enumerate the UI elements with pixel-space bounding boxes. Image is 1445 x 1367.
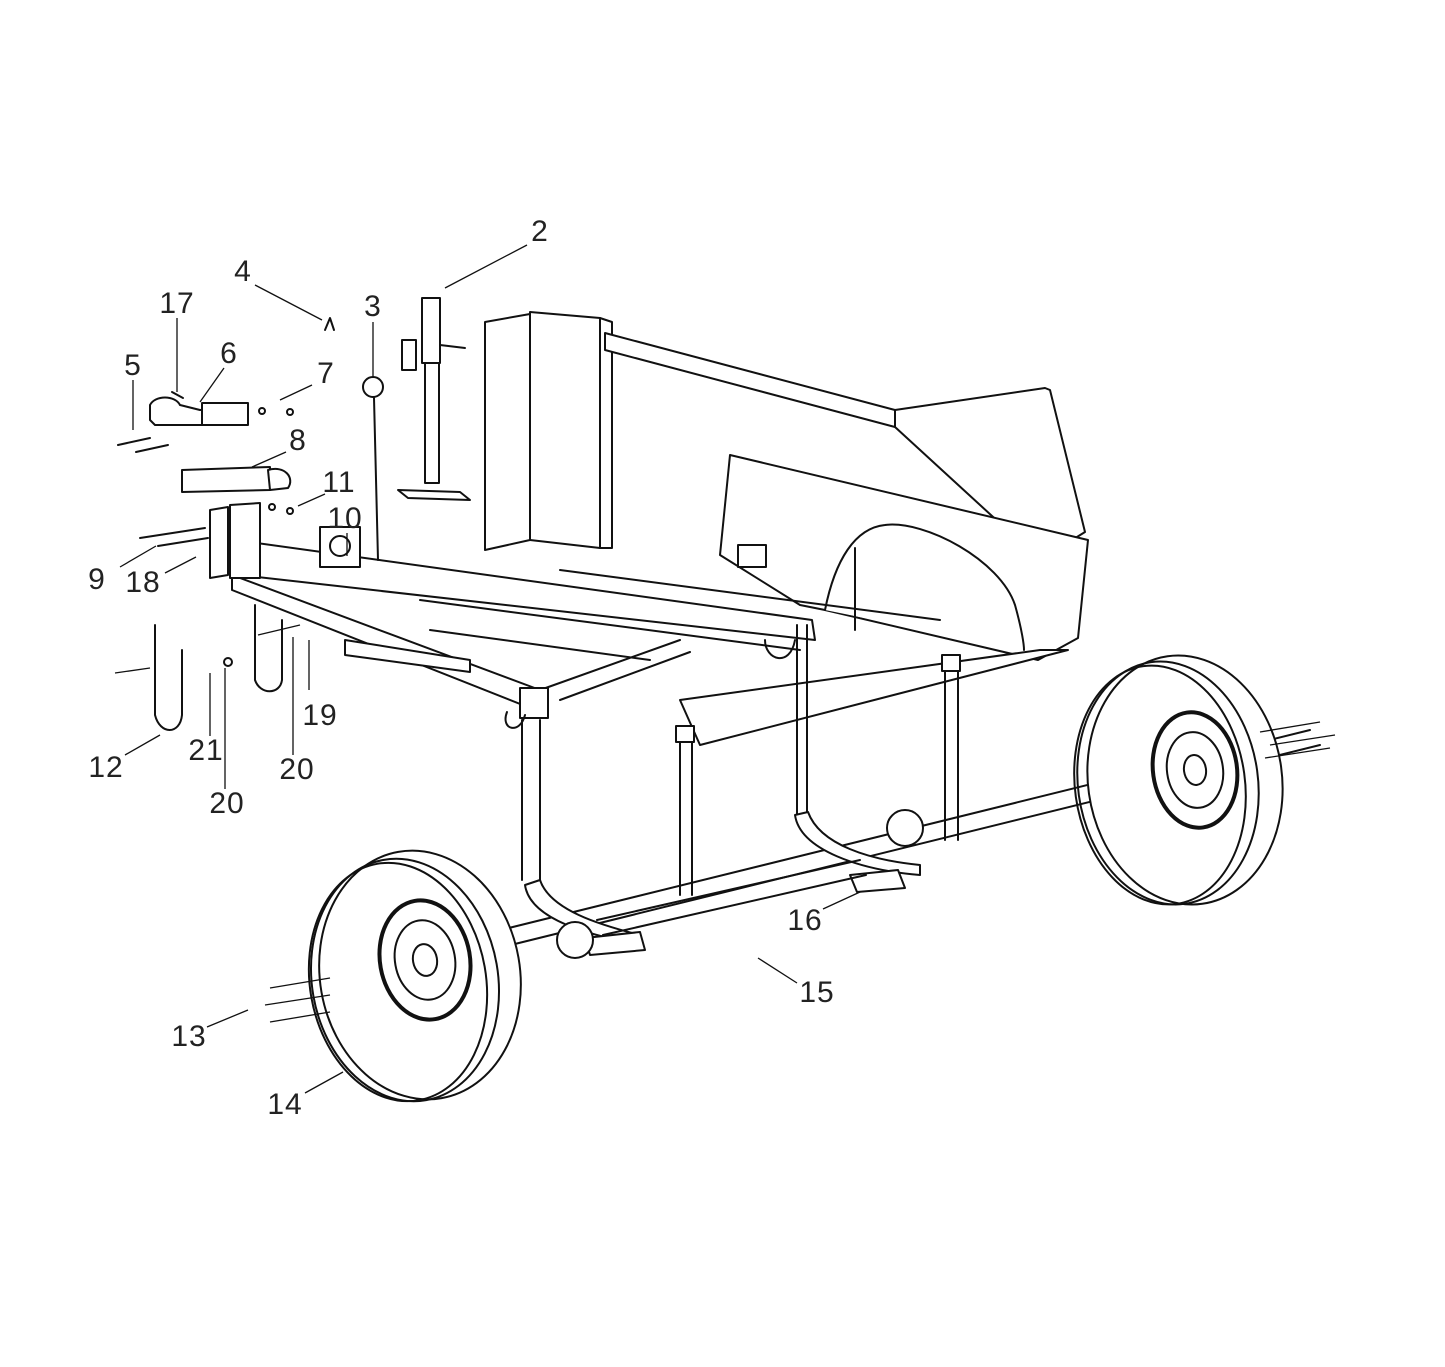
callout-20-left: 20 <box>209 787 245 820</box>
callout-6: 6 <box>220 337 238 370</box>
callout-20-right: 20 <box>279 753 315 786</box>
wheel-left <box>264 849 522 1103</box>
callout-8: 8 <box>289 424 307 457</box>
callout-16: 16 <box>787 904 823 937</box>
callout-14: 14 <box>267 1088 303 1121</box>
callout-19: 19 <box>302 699 338 732</box>
callout-15: 15 <box>799 976 835 1009</box>
callout-9: 9 <box>88 563 106 596</box>
callout-18: 18 <box>125 566 161 599</box>
wheel-right <box>1073 654 1336 906</box>
callout-3: 3 <box>364 290 382 323</box>
callout-5: 5 <box>124 349 142 382</box>
callout-2: 2 <box>531 215 549 248</box>
rear-box-body <box>231 311 1089 896</box>
callout-12: 12 <box>88 751 124 784</box>
callout-10: 10 <box>327 502 363 535</box>
coupler-assembly <box>114 297 471 731</box>
callout-21: 21 <box>188 734 224 767</box>
callout-17: 17 <box>159 287 195 320</box>
axle-assembly <box>439 729 1321 961</box>
callout-7: 7 <box>317 357 335 390</box>
callout-11: 11 <box>322 466 356 499</box>
leader-lines <box>119 244 861 1094</box>
callout-13: 13 <box>171 1020 207 1053</box>
callout-4: 4 <box>234 255 252 288</box>
